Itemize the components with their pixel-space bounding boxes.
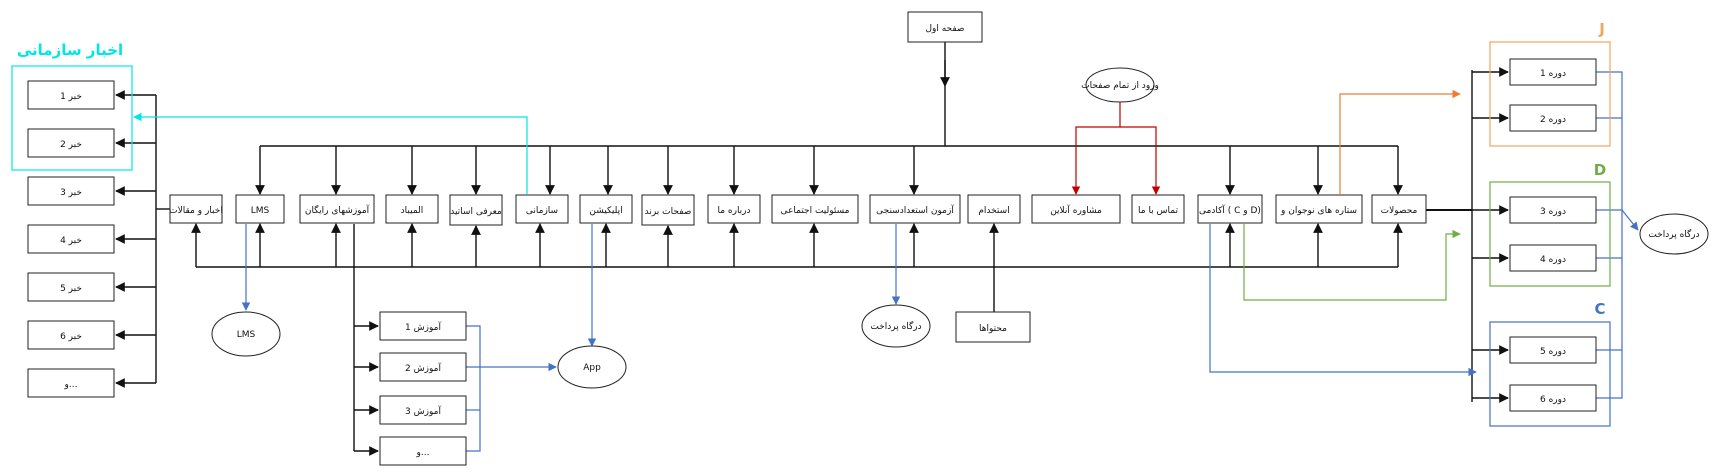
- app-node[interactable]: App: [557, 345, 627, 389]
- svg-text:اپلیکیشن: اپلیکیشن: [589, 206, 622, 216]
- payment-node[interactable]: درگاه پرداخت: [861, 304, 931, 348]
- svg-text:خبر 6: خبر 6: [60, 332, 82, 342]
- svg-text:و...: و...: [416, 448, 430, 458]
- training-item[interactable]: آموزش 2: [379, 352, 467, 382]
- svg-text:ستاره های نوجوان و: ستاره های نوجوان و: [1280, 206, 1357, 216]
- group-j-label: J: [1598, 20, 1605, 38]
- svg-text:خبر 3: خبر 3: [60, 188, 82, 198]
- section-application[interactable]: اپلیکیشن: [579, 194, 633, 224]
- news-item[interactable]: خبر 6: [27, 320, 115, 350]
- course-item[interactable]: دوره 6: [1509, 384, 1597, 412]
- course-item[interactable]: دوره 2: [1509, 104, 1597, 132]
- section-teachers[interactable]: معرفی اساتید: [449, 194, 503, 226]
- svg-text:صفحه اول: صفحه اول: [925, 24, 964, 34]
- svg-text:آموزش 1: آموزش 1: [405, 321, 441, 333]
- svg-text:LMS: LMS: [251, 206, 270, 216]
- svg-text:مسئولیت اجتماعی: مسئولیت اجتماعی: [781, 206, 850, 216]
- svg-text:معرفی اساتید: معرفی اساتید: [450, 207, 502, 217]
- svg-text:محصولات: محصولات: [1381, 206, 1418, 216]
- svg-text:محتوا‌ها: محتوا‌ها: [979, 324, 1007, 334]
- training-item[interactable]: آموزش 1: [379, 311, 467, 341]
- course-item[interactable]: دوره 5: [1509, 336, 1597, 364]
- group-c-label: C: [1594, 300, 1605, 318]
- contents-node[interactable]: محتوا‌ها: [955, 311, 1031, 343]
- course-item[interactable]: دوره 1: [1509, 58, 1597, 86]
- section-online-consult[interactable]: مشاوره آنلاین: [1031, 194, 1121, 224]
- svg-text:دوره 1: دوره 1: [1540, 69, 1566, 79]
- news-item[interactable]: خبر 2: [27, 128, 115, 158]
- svg-text:LMS: LMS: [237, 330, 256, 340]
- course-item[interactable]: دوره 3: [1509, 196, 1597, 224]
- all-pages-node[interactable]: ورود از تمام صفحات: [1081, 67, 1159, 103]
- section-about[interactable]: درباره ما: [707, 194, 761, 224]
- training-item[interactable]: و...: [379, 436, 467, 466]
- svg-text:خبر 2: خبر 2: [60, 140, 82, 150]
- section-brand-pages[interactable]: صفحات برند: [641, 194, 695, 226]
- section-free-training[interactable]: آموزشهای رایگان: [299, 194, 375, 224]
- news-item[interactable]: خبر 3: [27, 176, 115, 206]
- connectors: [115, 42, 1509, 456]
- news-item[interactable]: خبر 1: [27, 80, 115, 110]
- svg-text:استخدام: استخدام: [978, 206, 1009, 216]
- section-organizational[interactable]: سازمانی: [515, 194, 569, 224]
- svg-text:دوره 2: دوره 2: [1540, 115, 1566, 125]
- svg-text:خبر 1: خبر 1: [60, 92, 82, 102]
- group-c-frame: [1489, 321, 1611, 427]
- section-news-articles[interactable]: اخبار و مقالات: [169, 194, 223, 224]
- section-employment[interactable]: استخدام: [967, 194, 1021, 224]
- news-group-title: اخبار سازمانی: [17, 41, 123, 59]
- svg-text:صفحات برند: صفحات برند: [645, 207, 692, 217]
- svg-text:درباره ما: درباره ما: [717, 206, 750, 216]
- svg-text:آموزشهای رایگان: آموزشهای رایگان: [305, 204, 370, 216]
- svg-text:مشاوره آنلاین: مشاوره آنلاین: [1050, 204, 1102, 216]
- news-group-frame: [11, 65, 133, 171]
- svg-text:دوره 3: دوره 3: [1540, 207, 1566, 217]
- svg-text:خبر 4: خبر 4: [60, 236, 82, 246]
- section-academy[interactable]: آکادمی ( C و D): [1197, 194, 1263, 224]
- section-contact[interactable]: تماس با ما: [1131, 194, 1185, 224]
- svg-text:درگاه پرداخت: درگاه پرداخت: [1648, 228, 1699, 240]
- news-item[interactable]: خبر 5: [27, 272, 115, 302]
- news-item[interactable]: خبر 4: [27, 224, 115, 254]
- group-d-frame: [1489, 181, 1611, 287]
- svg-text:درگاه پرداخت: درگاه پرداخت: [870, 320, 921, 332]
- lms-node[interactable]: LMS: [211, 311, 281, 357]
- section-talent-test[interactable]: آزمون استعدادسنجی: [869, 194, 961, 224]
- colored-links: [133, 71, 1639, 452]
- section-lms[interactable]: LMS: [235, 194, 285, 224]
- section-stars[interactable]: ستاره های نوجوان و: [1275, 194, 1363, 224]
- svg-text:ورود از تمام صفحات: ورود از تمام صفحات: [1081, 81, 1159, 91]
- section-products[interactable]: محصولات: [1371, 194, 1427, 224]
- payment-right-node[interactable]: درگاه پرداخت: [1639, 213, 1709, 255]
- svg-text:دوره 6: دوره 6: [1540, 395, 1566, 405]
- svg-text:دوره 5: دوره 5: [1540, 347, 1566, 357]
- svg-text:سازمانی: سازمانی: [526, 206, 558, 216]
- svg-text:آموزش 2: آموزش 2: [405, 362, 441, 374]
- section-csr[interactable]: مسئولیت اجتماعی: [771, 194, 859, 224]
- group-d-label: D: [1594, 161, 1606, 179]
- svg-text:و...: و...: [64, 380, 78, 390]
- svg-text:دوره 4: دوره 4: [1540, 255, 1566, 265]
- svg-text:اخبار و مقالات: اخبار و مقالات: [169, 206, 223, 216]
- home-node[interactable]: صفحه اول: [907, 11, 983, 43]
- training-item[interactable]: آموزش 3: [379, 395, 467, 425]
- news-item[interactable]: و...: [27, 368, 115, 398]
- course-item[interactable]: دوره 4: [1509, 244, 1597, 272]
- svg-text:آموزش 3: آموزش 3: [405, 405, 441, 417]
- svg-text:آکادمی ( C و D): آکادمی ( C و D): [1199, 204, 1261, 216]
- group-j-frame: [1489, 41, 1611, 147]
- svg-text:App: App: [583, 363, 601, 373]
- svg-text:آزمون استعدادسنجی: آزمون استعدادسنجی: [876, 204, 954, 216]
- svg-text:خبر 5: خبر 5: [60, 284, 82, 294]
- svg-text:المیباد: المیباد: [401, 206, 424, 216]
- section-mibad[interactable]: المیباد: [385, 194, 439, 224]
- svg-text:تماس با ما: تماس با ما: [1138, 206, 1178, 216]
